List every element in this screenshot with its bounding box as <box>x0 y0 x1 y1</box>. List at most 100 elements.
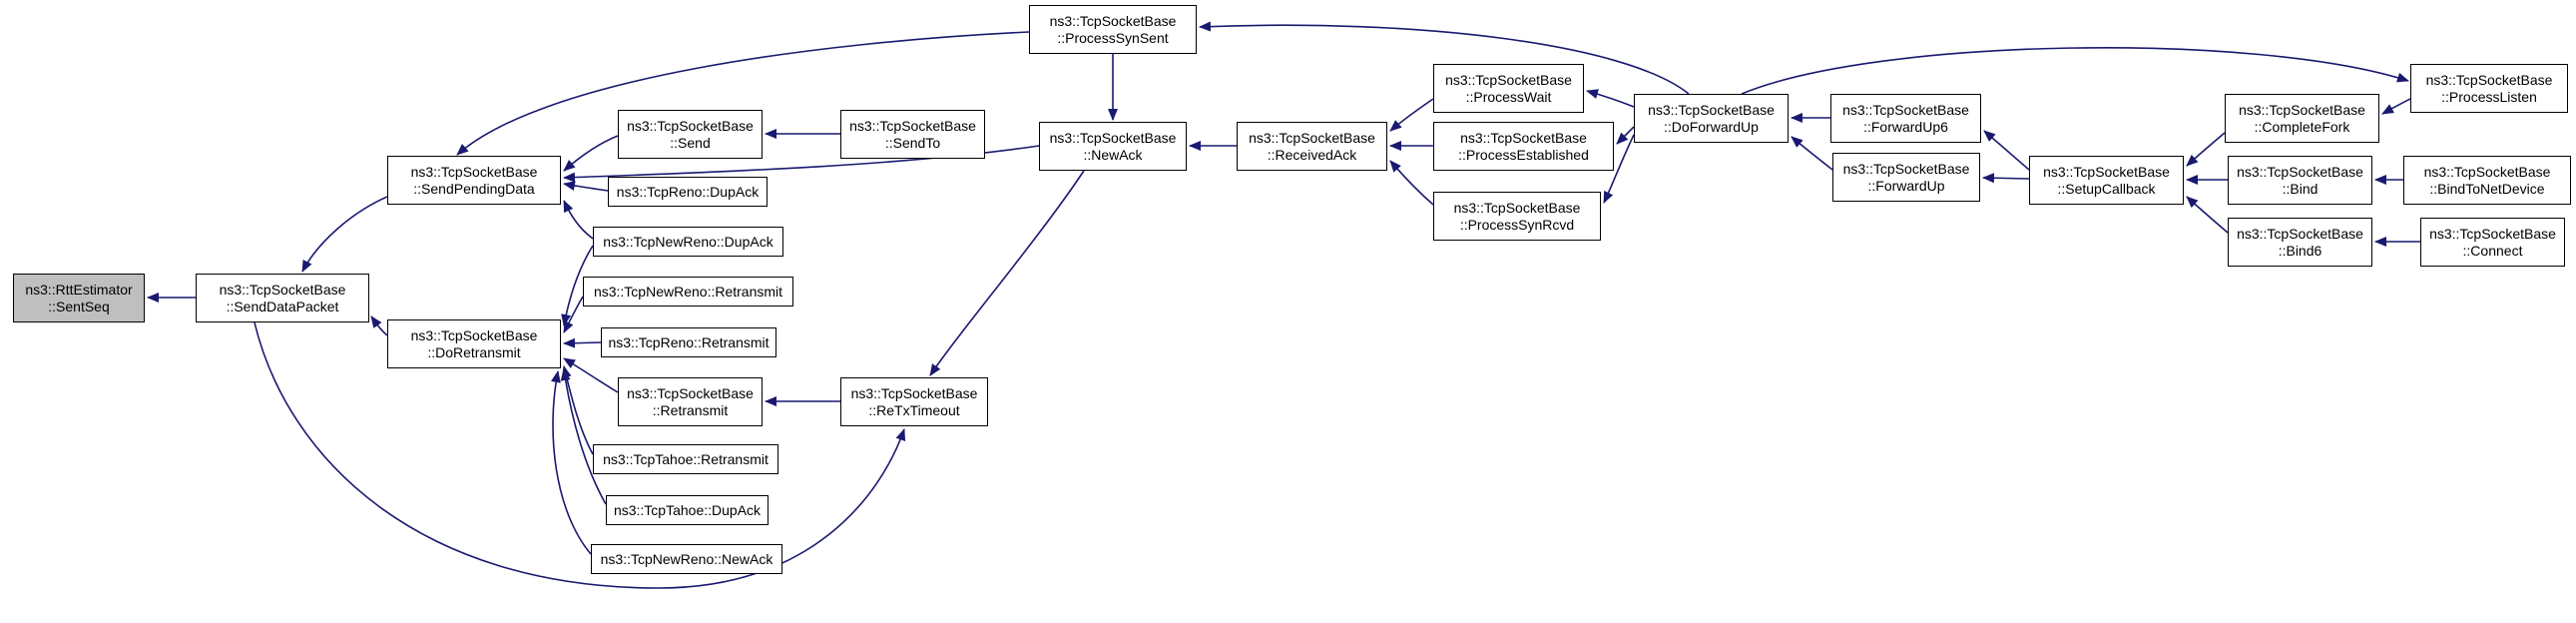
node-label: ::ProcessWait <box>1465 88 1552 105</box>
node-label: ::ForwardUp6 <box>1863 118 1948 135</box>
node-label: ns3::TcpSocketBase <box>2237 163 2363 180</box>
node-label: ::NewAck <box>1083 146 1143 163</box>
node-label: ::ProcessSynSent <box>1057 29 1169 46</box>
node-newack[interactable]: ns3::TcpSocketBase ::NewAck <box>1039 122 1187 171</box>
node-label: ns3::TcpSocketBase <box>1842 101 1969 118</box>
node-processwait[interactable]: ns3::TcpSocketBase ::ProcessWait <box>1433 64 1584 113</box>
edge-send-sendpendingdata <box>563 135 619 172</box>
node-senddatapacket[interactable]: ns3::TcpSocketBase ::SendDataPacket <box>196 274 369 322</box>
node-doforwardup[interactable]: ns3::TcpSocketBase ::DoForwardUp <box>1634 94 1789 143</box>
node-bind6[interactable]: ns3::TcpSocketBase ::Bind6 <box>2228 218 2372 267</box>
node-label: ::DoRetransmit <box>427 343 521 360</box>
node-label: ns3::TcpSocketBase <box>1842 160 1970 177</box>
node-label: ns3::TcpSocketBase <box>850 384 978 401</box>
node-reno-dupack[interactable]: ns3::TcpReno::DupAck <box>608 177 768 207</box>
node-label: ns3::TcpSocketBase <box>2423 163 2551 180</box>
edge-processlisten-completefork <box>2381 98 2411 115</box>
edge-doforwardup-processsynrcvd <box>1603 134 1635 204</box>
node-label: ns3::TcpSocketBase <box>2043 163 2170 180</box>
edge-bind6-setupcallback <box>2186 196 2229 234</box>
node-label: ::ReTxTimeout <box>868 401 960 418</box>
edge-newreno-dupack-doretransmit <box>561 245 594 326</box>
edge-reno-dupack-sendpendingdata <box>563 181 609 192</box>
node-sendpendingdata[interactable]: ns3::TcpSocketBase ::SendPendingData <box>387 156 561 205</box>
edge-processsynsent-sendpendingdata <box>456 31 1030 156</box>
node-label: ::Bind <box>2282 180 2318 197</box>
node-setupcallback[interactable]: ns3::TcpSocketBase ::SetupCallback <box>2029 156 2184 205</box>
node-newreno-retransmit[interactable]: ns3::TcpNewReno::Retransmit <box>583 277 793 307</box>
node-label: ::ReceivedAck <box>1267 146 1357 163</box>
node-forwardup[interactable]: ns3::TcpSocketBase ::ForwardUp <box>1832 153 1980 202</box>
node-label: ::Retransmit <box>652 401 729 418</box>
node-label: ns3::TcpSocketBase <box>2425 71 2553 88</box>
node-rttestimator-sentseq[interactable]: ns3::RttEstimator ::SentSeq <box>13 274 145 322</box>
node-label: ns3::TcpNewReno::NewAck <box>600 550 773 567</box>
node-processlisten[interactable]: ns3::TcpSocketBase ::ProcessListen <box>2410 64 2568 113</box>
edge-processwait-receivedack <box>1389 98 1434 132</box>
edge-newack-retxtimeout <box>929 170 1085 376</box>
node-label: ns3::TcpSocketBase <box>1249 129 1375 146</box>
edge-processsynrcvd-receivedack <box>1389 160 1434 206</box>
node-newreno-newack[interactable]: ns3::TcpNewReno::NewAck <box>591 544 782 574</box>
node-label: ns3::TcpNewReno::Retransmit <box>593 283 783 300</box>
node-label: ::Send <box>670 134 711 151</box>
node-tahoe-retransmit[interactable]: ns3::TcpTahoe::Retransmit <box>593 444 778 474</box>
edge-doforwardup-processestablished <box>1616 126 1635 145</box>
node-label: ns3::TcpSocketBase <box>219 281 346 298</box>
node-label: ns3::TcpNewReno::DupAck <box>603 233 773 250</box>
node-label: ::DoForwardUp <box>1664 118 1759 135</box>
edge-newreno-dupack-sendpendingdata <box>563 200 594 240</box>
node-tahoe-dupack[interactable]: ns3::TcpTahoe::DupAck <box>606 495 769 525</box>
node-processestablished[interactable]: ns3::TcpSocketBase ::ProcessEstablished <box>1433 122 1614 171</box>
node-label: ns3::TcpSocketBase <box>1453 199 1581 216</box>
node-label: ::ProcessListen <box>2441 88 2537 105</box>
node-label: ::Bind6 <box>2278 242 2322 259</box>
node-label: ::ProcessEstablished <box>1458 146 1589 163</box>
node-label: ns3::TcpReno::Retransmit <box>608 333 770 350</box>
edge-setupcallback-forwardup6 <box>1983 130 2030 171</box>
edge-senddatapacket-retxtimeout <box>254 321 906 589</box>
node-label: ::CompleteFork <box>2254 118 2350 135</box>
node-label: ::BindToNetDevice <box>2429 180 2545 197</box>
node-reno-retransmit[interactable]: ns3::TcpReno::Retransmit <box>601 327 776 357</box>
node-label: ns3::TcpSocketBase <box>627 384 754 401</box>
node-label: ::Connect <box>2462 242 2523 259</box>
node-completefork[interactable]: ns3::TcpSocketBase ::CompleteFork <box>2225 94 2379 143</box>
node-label: ::SetupCallback <box>2057 180 2156 197</box>
node-label: ::ForwardUp <box>1867 177 1945 194</box>
edge-tahoe-dupack-doretransmit <box>560 368 607 505</box>
node-sendto[interactable]: ns3::TcpSocketBase ::SendTo <box>840 110 985 159</box>
edge-doforwardup-processwait <box>1586 89 1635 108</box>
node-label: ns3::TcpSocketBase <box>410 326 538 343</box>
edge-setupcallback-forwardup <box>1982 173 2030 184</box>
node-bind[interactable]: ns3::TcpSocketBase ::Bind <box>2228 156 2372 205</box>
edge-sendpendingdata-senddatapacket <box>301 196 388 273</box>
node-newreno-dupack[interactable]: ns3::TcpNewReno::DupAck <box>593 227 783 257</box>
node-processsynsent[interactable]: ns3::TcpSocketBase ::ProcessSynSent <box>1029 5 1197 54</box>
node-send[interactable]: ns3::TcpSocketBase ::Send <box>618 110 763 159</box>
node-label: ::SendDataPacket <box>226 298 339 314</box>
node-retxtimeout[interactable]: ns3::TcpSocketBase ::ReTxTimeout <box>840 377 988 426</box>
node-label: ::SentSeq <box>48 298 110 314</box>
node-forwardup6[interactable]: ns3::TcpSocketBase ::ForwardUp6 <box>1830 94 1981 143</box>
node-label: ns3::TcpSocketBase <box>2237 225 2363 242</box>
node-label: ::ProcessSynRcvd <box>1459 216 1575 233</box>
node-processsynrcvd[interactable]: ns3::TcpSocketBase ::ProcessSynRcvd <box>1433 192 1601 241</box>
node-label: ns3::TcpTahoe::DupAck <box>613 501 762 518</box>
node-bindtonetdevice[interactable]: ns3::TcpSocketBase ::BindToNetDevice <box>2403 156 2571 205</box>
node-retransmit[interactable]: ns3::TcpSocketBase ::Retransmit <box>618 377 763 426</box>
node-label: ns3::TcpSocketBase <box>1648 101 1775 118</box>
edge-reno-retransmit-doretransmit <box>563 337 602 348</box>
node-label: ns3::TcpSocketBase <box>410 163 538 180</box>
edge-newreno-retransmit-doretransmit <box>563 296 584 333</box>
edge-doforwardup-processsynsent <box>1199 21 1690 95</box>
node-label: ns3::TcpSocketBase <box>2429 225 2556 242</box>
node-label: ns3::TcpTahoe::Retransmit <box>603 450 769 467</box>
node-connect[interactable]: ns3::TcpSocketBase ::Connect <box>2420 218 2565 267</box>
edge-forwardup-doforwardup <box>1791 136 1833 171</box>
edge-doforwardup-processlisten <box>1741 47 2409 95</box>
node-label: ns3::RttEstimator <box>25 281 133 298</box>
node-doretransmit[interactable]: ns3::TcpSocketBase ::DoRetransmit <box>387 319 561 368</box>
node-receivedack[interactable]: ns3::TcpSocketBase ::ReceivedAck <box>1237 122 1387 171</box>
